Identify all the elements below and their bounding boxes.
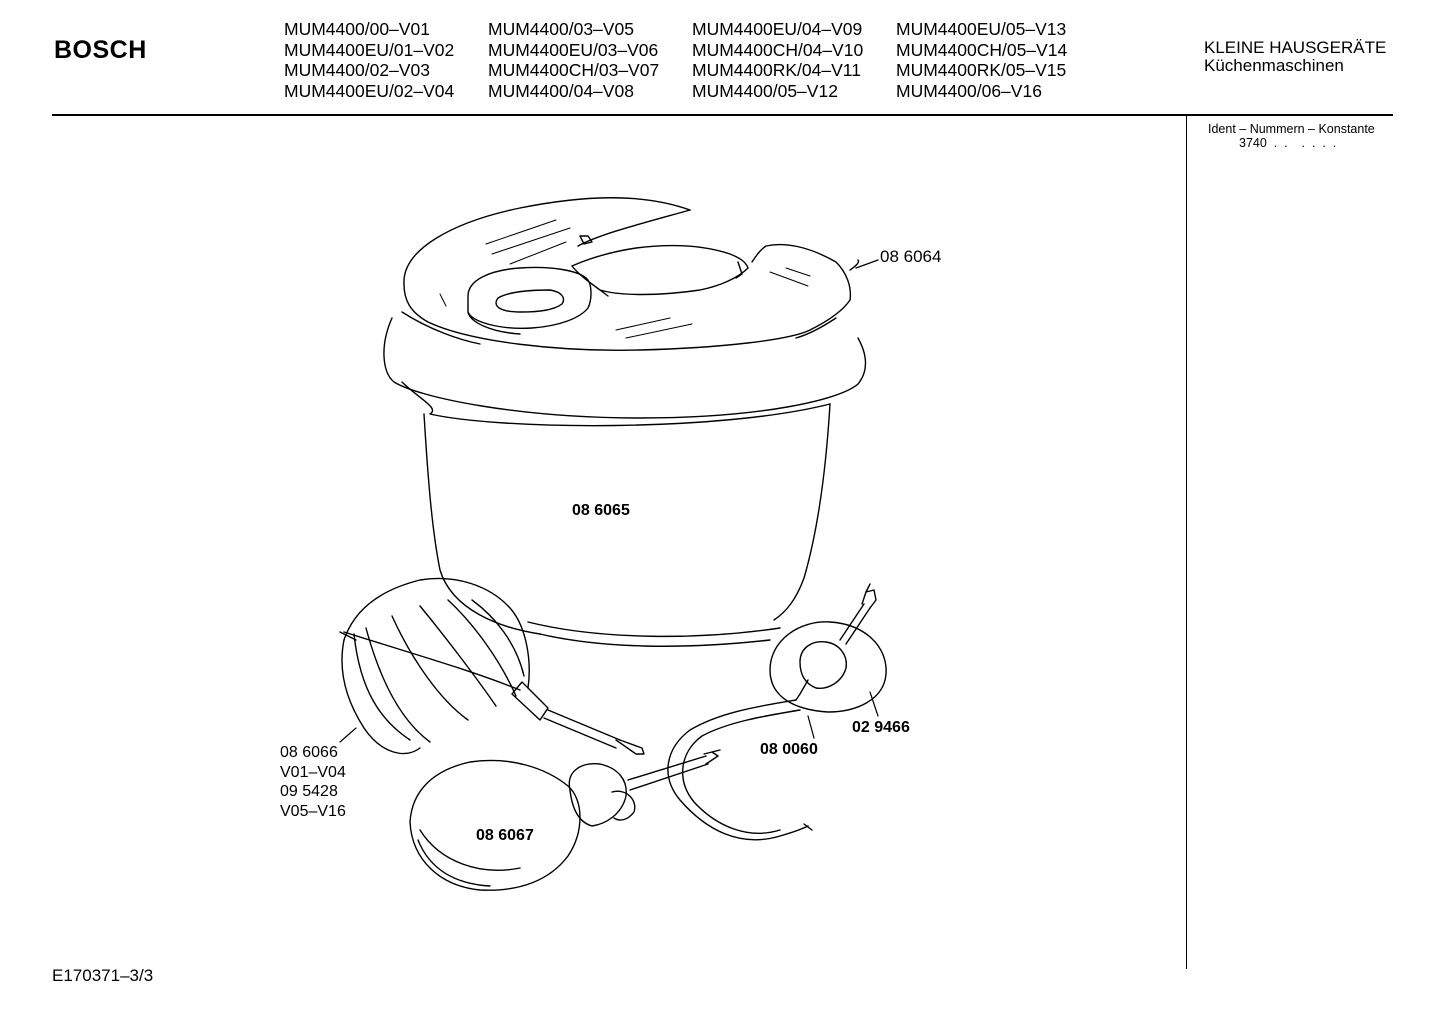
- category-title: KLEINE HAUSGERÄTE: [1204, 38, 1387, 57]
- model-number: MUM4400EU/05–V13: [896, 19, 1067, 39]
- drive-shaft-attachment: [667, 583, 887, 841]
- sidebar-divider: [1186, 116, 1187, 969]
- model-number: MUM4400/05–V12: [692, 81, 838, 102]
- model-list: MUM4400/00–V01 MUM4400EU/01–V02 MUM4400/…: [284, 19, 1124, 109]
- model-number: MUM4400/03–V05: [488, 19, 634, 39]
- model-number: MUM4400/06–V16: [896, 81, 1042, 102]
- model-number: MUM4400/00–V01: [284, 19, 430, 39]
- model-number: MUM4400EU/03–V06: [488, 39, 659, 60]
- ident-label: Ident – Nummern – Konstante: [1208, 122, 1375, 136]
- model-number: MUM4400EU/01–V02: [284, 39, 455, 60]
- part-label-whisk-alt: 09 5428: [280, 783, 338, 800]
- mixing-bowl: [383, 311, 867, 647]
- ident-block: Ident – Nummern – Konstante 3740 . . . .…: [1208, 122, 1375, 150]
- part-label-whisk-range: V01–V04: [280, 764, 346, 781]
- part-label-bowl: 08 6065: [572, 502, 630, 519]
- model-number: MUM4400CH/03–V07: [488, 60, 660, 81]
- header-divider: [52, 114, 1393, 116]
- model-column-2: MUM4400/03–V05 MUM4400EU/03–V06 MUM4400C…: [488, 19, 693, 102]
- model-column-1: MUM4400/00–V01 MUM4400EU/01–V02 MUM4400/…: [284, 19, 489, 102]
- part-label-lid: 08 6064: [880, 247, 941, 266]
- model-number: MUM4400RK/04–V11: [692, 60, 861, 81]
- ident-value: 3740 . . . . . .: [1239, 136, 1337, 150]
- beater-attachment: [409, 749, 721, 891]
- model-number: MUM4400RK/05–V15: [896, 60, 1067, 81]
- part-label-beater: 08 6067: [476, 827, 534, 844]
- bosch-logo: BOSCH: [54, 36, 147, 64]
- model-column-4: MUM4400EU/05–V13 MUM4400CH/05–V14 MUM440…: [896, 19, 1101, 102]
- model-number: MUM4400CH/04–V10: [692, 39, 864, 60]
- whisk-attachment: [339, 577, 645, 755]
- category-subtitle: Küchenmaschinen: [1204, 56, 1344, 75]
- model-number: MUM4400EU/04–V09: [692, 19, 863, 39]
- category-heading: KLEINE HAUSGERÄTE Küchenmaschinen: [1204, 39, 1386, 75]
- exploded-parts-diagram: 08 6064 08 6065 02 9466 08 0060 08 6066 …: [280, 197, 941, 891]
- document-id: E170371–3/3: [52, 966, 154, 985]
- model-column-3: MUM4400EU/04–V09 MUM4400CH/04–V10 MUM440…: [692, 19, 897, 102]
- part-label-drive: 08 0060: [760, 741, 818, 758]
- model-number: MUM4400/02–V03: [284, 60, 430, 81]
- model-number: MUM4400CH/05–V14: [896, 39, 1068, 60]
- bowl-lid: [403, 197, 860, 351]
- part-label-whisk: 08 6066: [280, 744, 338, 761]
- part-label-whisk-alt-range: V05–V16: [280, 803, 346, 820]
- part-label-cap: 02 9466: [852, 719, 910, 736]
- model-number: MUM4400/04–V08: [488, 81, 634, 102]
- model-number: MUM4400EU/02–V04: [284, 81, 455, 102]
